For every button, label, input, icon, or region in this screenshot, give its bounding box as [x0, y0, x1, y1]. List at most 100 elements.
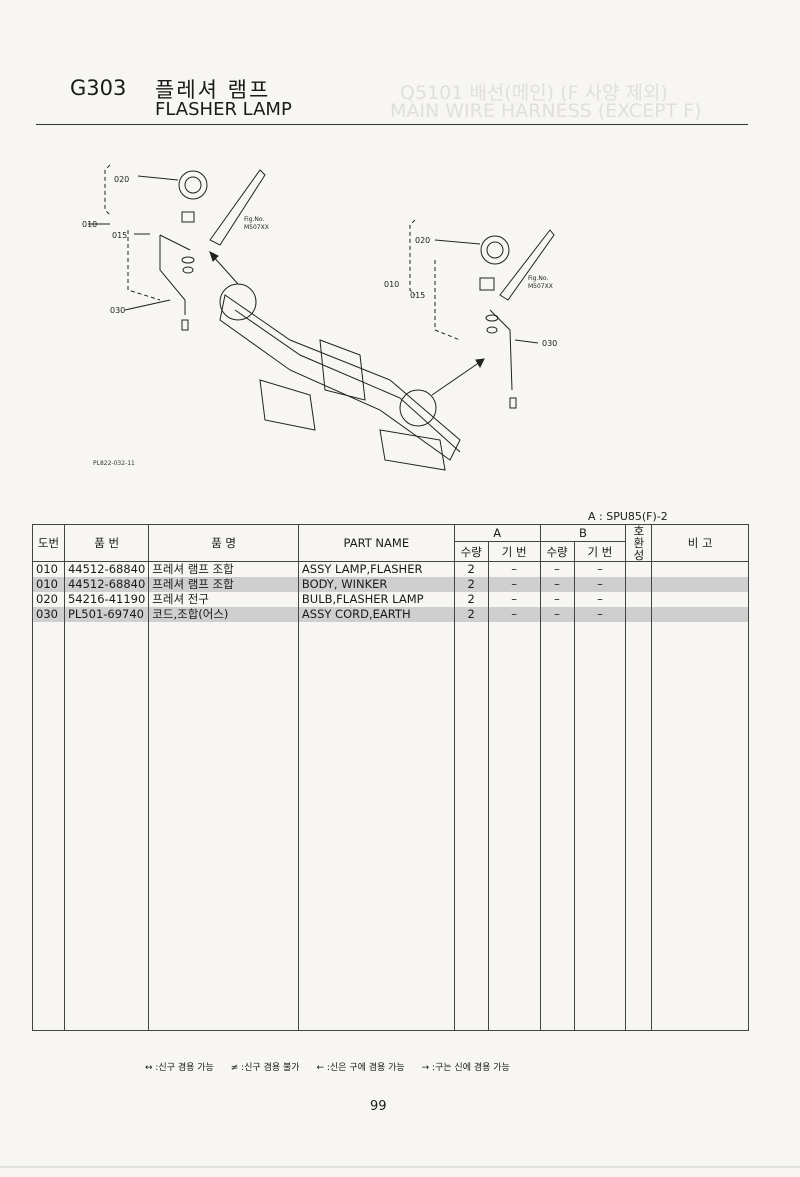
- callout-label: 030: [542, 339, 557, 348]
- empty-cell: [487, 622, 541, 1031]
- lamp-lens: [480, 235, 510, 265]
- cell-name-ko: 프레셔 램프 조합: [148, 561, 299, 577]
- cell-compat: [625, 561, 653, 577]
- col-header-part-no: 품 번: [63, 524, 150, 562]
- cell-part-name: ASSY CORD,EARTH: [297, 607, 455, 622]
- detail-circle-left: [219, 283, 257, 321]
- cell-qty-b: –: [539, 607, 575, 622]
- model-designation: A : SPU85(F)-2: [588, 510, 668, 523]
- fig-ref: M507XX: [528, 283, 553, 290]
- callout-label: 010: [384, 280, 399, 289]
- empty-cell: [573, 622, 627, 1031]
- cell-qty-a: 2: [453, 577, 489, 592]
- leader-line: [434, 239, 481, 245]
- page-title-korean: 플레셔 램프: [155, 78, 271, 102]
- fig-label: Fig.No.: [528, 275, 548, 282]
- lamp-bracket: [479, 277, 495, 291]
- washer: [485, 314, 499, 322]
- col-header-qty-a: 수량: [453, 541, 489, 562]
- leader-line: [514, 339, 539, 344]
- col-group-a: A: [453, 523, 541, 543]
- cell-part-name: BODY, WINKER: [297, 577, 455, 592]
- cell-no: 030: [32, 607, 65, 622]
- cell-no: 010: [32, 577, 65, 592]
- cell-remarks: [651, 607, 749, 622]
- cell-basic-b: –: [573, 577, 627, 592]
- cell-compat: [625, 607, 653, 622]
- callout-label: 030: [110, 306, 125, 315]
- lamp-lens: [178, 170, 208, 200]
- machine-step: [379, 429, 446, 471]
- fig-label: Fig.No.: [244, 216, 264, 223]
- washer: [486, 326, 498, 334]
- bracket-line: [127, 230, 161, 301]
- cell-compat: [625, 577, 653, 592]
- cell-part-no: 44512-68840: [63, 577, 150, 592]
- col-header-basic-b: 기 번: [573, 541, 627, 562]
- cell-remarks: [651, 577, 749, 592]
- cell-qty-a: 2: [453, 607, 489, 622]
- cord-wire: [489, 309, 513, 391]
- header-divider: [36, 124, 748, 125]
- parts-diagram: 020 010 015 030 Fig.No. M507XX 020 010 0…: [82, 164, 557, 471]
- cell-name-ko: 프레셔 전구: [148, 592, 299, 607]
- cell-remarks: [651, 592, 749, 607]
- empty-cell: [625, 622, 653, 1031]
- callout-label: 020: [415, 236, 430, 245]
- washer: [182, 266, 194, 274]
- cell-basic-b: –: [573, 592, 627, 607]
- parts-table: 도번 품 번 품 명 PART NAME A B 호 환 성 비 고 수량 기 …: [32, 523, 749, 1031]
- page-bottom-edge: [0, 1166, 800, 1168]
- empty-cell: [148, 622, 299, 1031]
- callout-label: 020: [114, 175, 129, 184]
- page-title-english: FLASHER LAMP: [155, 99, 292, 120]
- cell-qty-a: 2: [453, 561, 489, 577]
- cell-no: 010: [32, 561, 65, 577]
- cell-part-no: 54216-41190: [63, 592, 150, 607]
- callout-arrow: [431, 361, 481, 396]
- cell-part-no: PL501-69740: [63, 607, 150, 622]
- cell-name-ko: 프레셔 램프 조합: [148, 577, 299, 592]
- cell-compat: [625, 592, 653, 607]
- cell-part-name: ASSY LAMP,FLASHER: [297, 561, 455, 577]
- detail-circle-right: [399, 389, 437, 427]
- cell-part-name: BULB,FLASHER LAMP: [297, 592, 455, 607]
- bracket-line: [434, 260, 461, 341]
- page-number: 99: [370, 1099, 387, 1114]
- legend-item: → :구는 신에 겸용 가능: [421, 1063, 510, 1073]
- col-header-basic-a: 기 번: [487, 541, 541, 562]
- cell-name-ko: 코드,조합(어스): [148, 607, 299, 622]
- cell-basic-a: –: [487, 592, 541, 607]
- arrow-head: [209, 251, 219, 262]
- fig-ref: M507XX: [244, 224, 269, 231]
- machine-step: [259, 379, 316, 431]
- frame-arm: [209, 169, 266, 246]
- machine-frame: [219, 294, 461, 461]
- cord-plug: [509, 397, 517, 409]
- bracket-line: [104, 164, 111, 216]
- table-empty-area: [32, 622, 749, 1031]
- diagram-reference-code: PL822-032-11: [93, 460, 135, 467]
- empty-cell: [539, 622, 575, 1031]
- callout-label: 010: [82, 220, 97, 229]
- col-header-no: 도번: [32, 524, 65, 562]
- cell-basic-a: –: [487, 607, 541, 622]
- cell-qty-b: –: [539, 592, 575, 607]
- col-header-remarks: 비 고: [651, 524, 749, 562]
- cord-wire: [159, 235, 186, 315]
- callout-label: 015: [112, 231, 127, 240]
- cell-no: 020: [32, 592, 65, 607]
- empty-cell: [63, 622, 150, 1031]
- compatibility-legend: ↔ :신구 겸용 가능 ≠ :신구 겸용 불가 ← :신은 구에 겸용 가능 →…: [145, 1060, 524, 1073]
- section-code: G303: [70, 76, 127, 100]
- legend-item: ≠ :신구 겸용 불가: [230, 1063, 300, 1073]
- cell-basic-b: –: [573, 607, 627, 622]
- lamp-bracket: [181, 211, 195, 223]
- machine-frame-edge: [234, 309, 461, 453]
- cell-qty-b: –: [539, 577, 575, 592]
- col-group-b: B: [539, 523, 627, 543]
- empty-cell: [651, 622, 749, 1031]
- cell-remarks: [651, 561, 749, 577]
